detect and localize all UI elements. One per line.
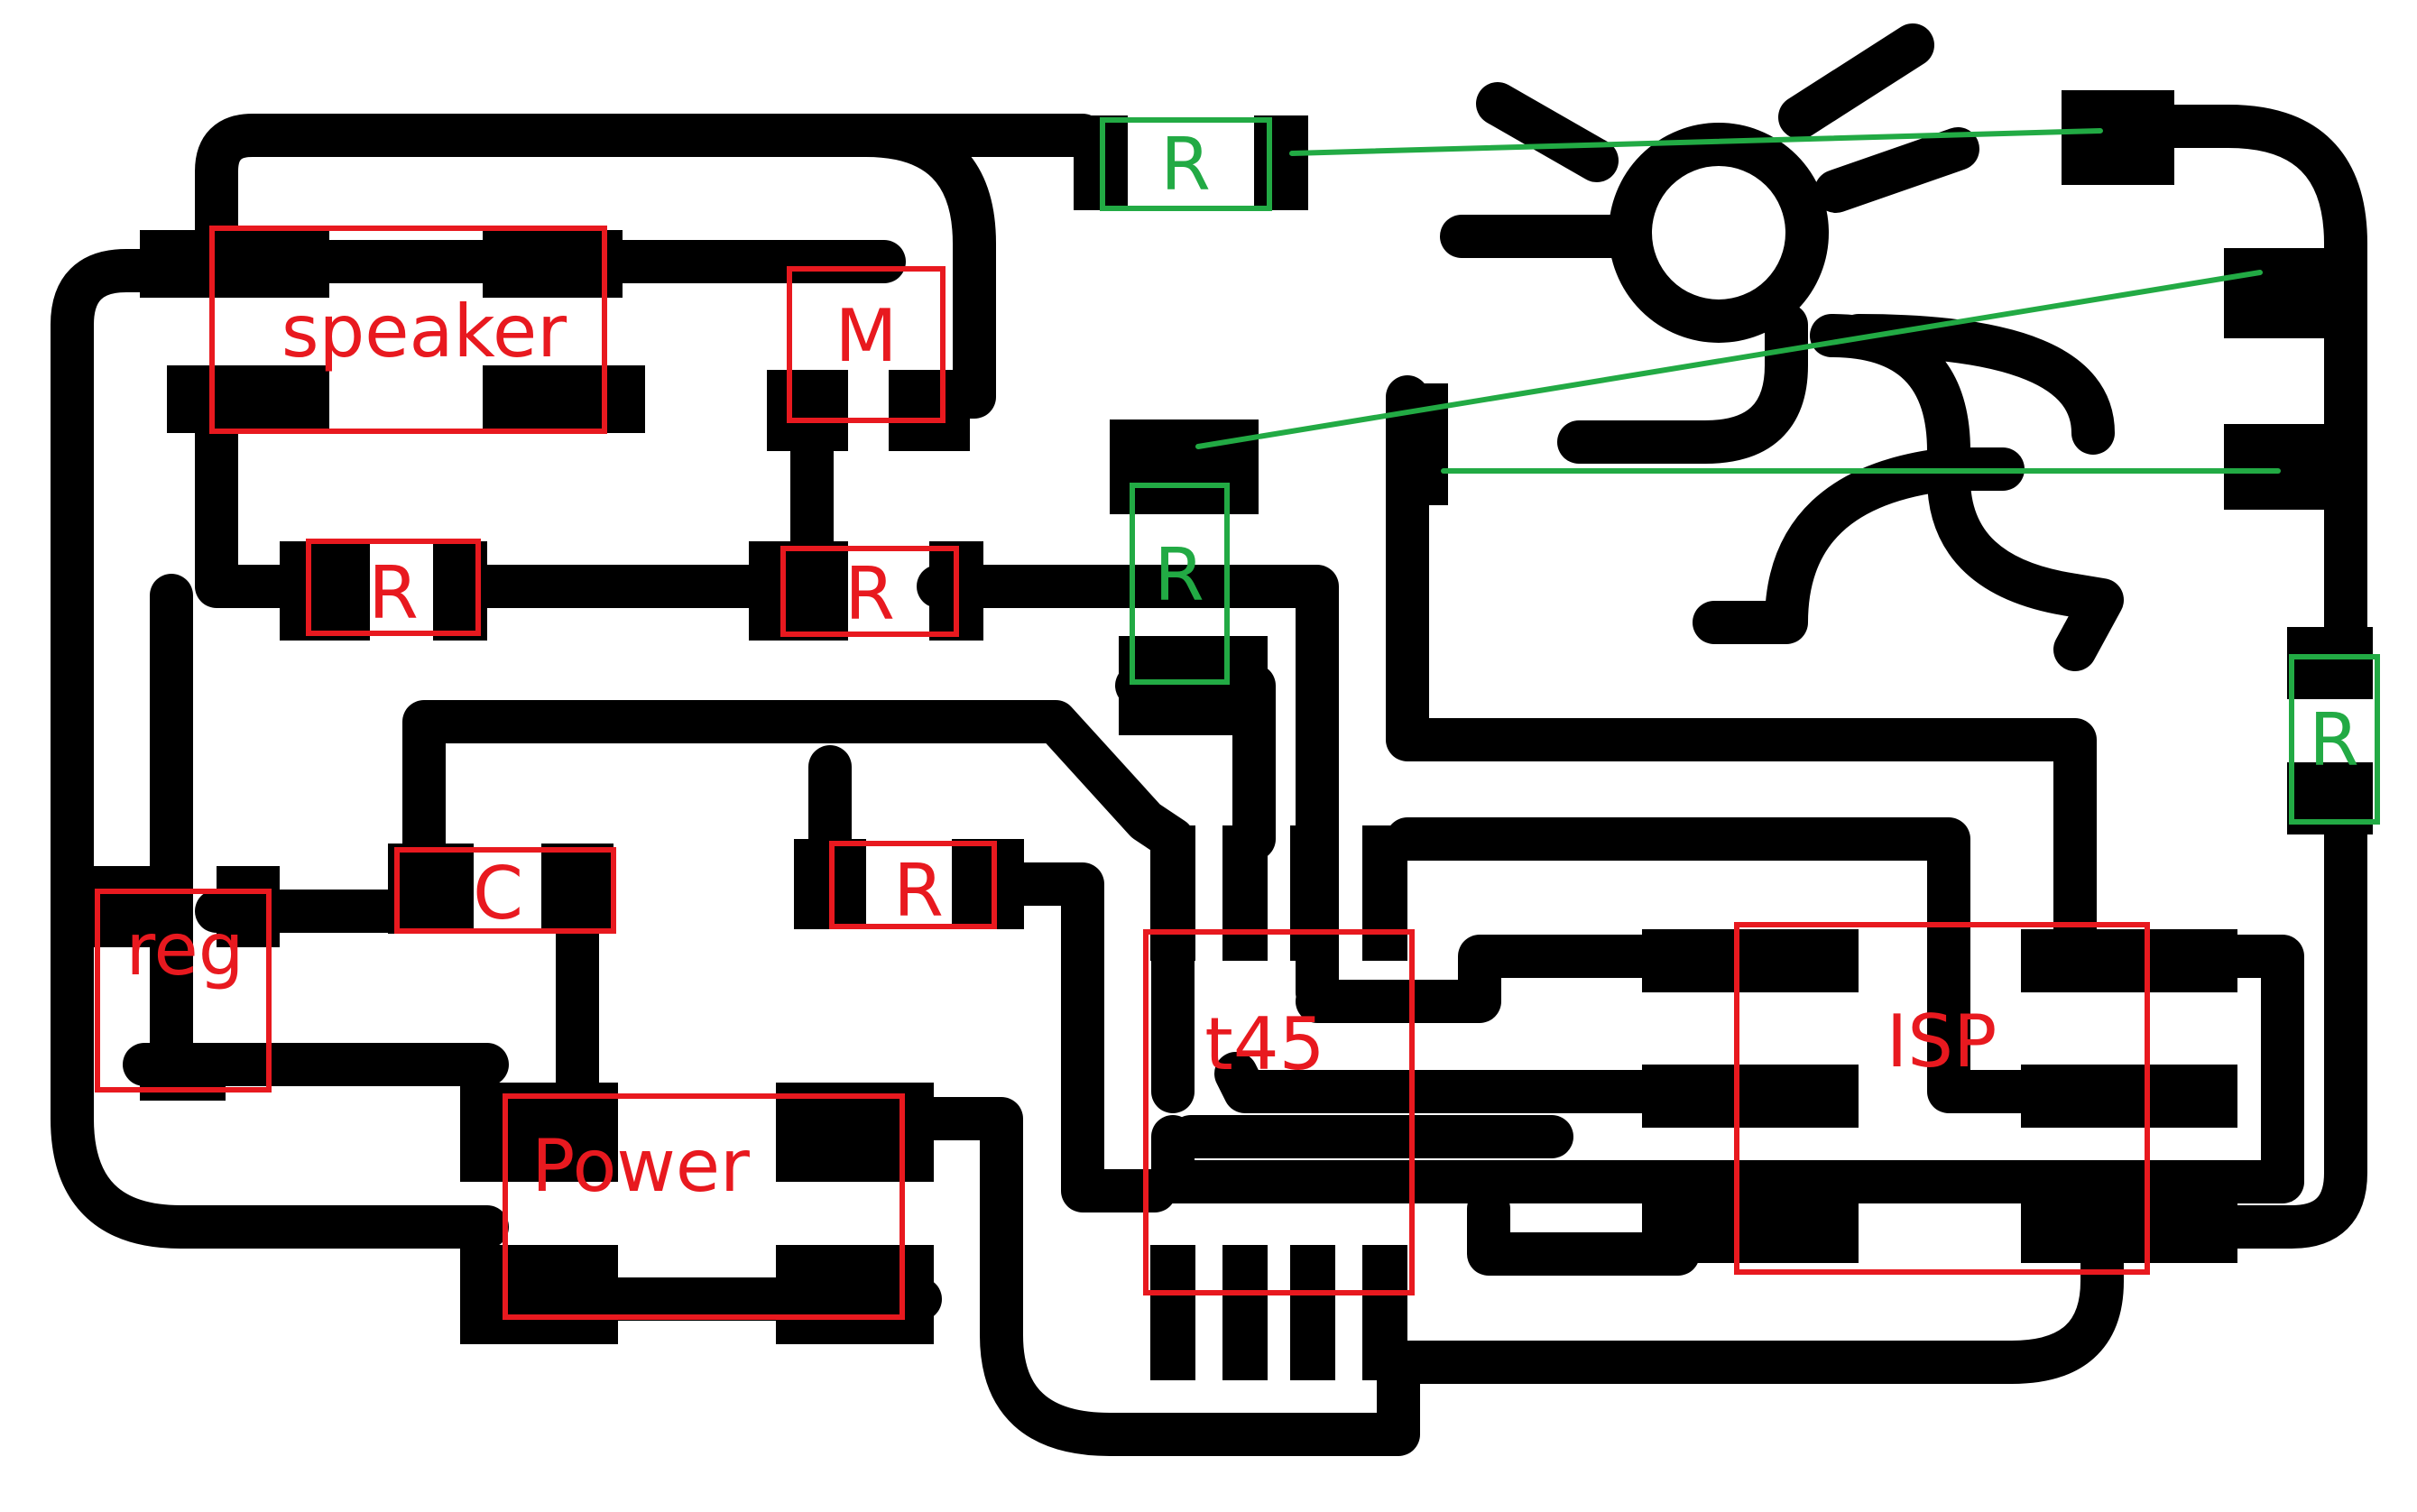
trace-outer-left [51,249,509,1249]
resistor-2-outline [780,546,959,637]
right-resistor-outline [2289,654,2380,825]
wire-top [1289,128,2103,156]
resistor-1-outline [306,539,481,636]
mid-resistor-label: R [1154,533,1204,617]
regulator-label: reg [125,908,244,991]
top-resistor-label: R [1160,123,1211,207]
regulator-outline [95,889,272,1093]
isp-outline [1734,922,2150,1275]
motor-label: M [835,294,897,378]
isp-label: ISP [1887,1000,1997,1083]
power-outline [503,1093,905,1320]
wire-middle [1195,270,2263,449]
resistor-1-label: R [368,551,419,635]
power-label: Power [531,1124,750,1208]
pads [90,90,2373,1380]
capacitor-label: C [473,852,523,936]
resistor-2-label: R [844,552,895,636]
capacitor-outline [394,847,616,934]
resistor-3-label: R [893,849,944,933]
green-annotations: R R R [1100,117,2380,825]
mcu-label: t45 [1204,1002,1324,1086]
mcu-outline [1143,929,1415,1295]
top-resistor-outline [1100,117,1272,211]
speaker-label: speaker [281,290,567,373]
component-outlines: speaker M R R C R reg Power t45 ISP [95,226,2150,1320]
mid-resistor-outline [1130,483,1230,685]
right-resistor-label: R [2309,698,2359,782]
speaker-outline [209,226,607,434]
resistor-3-outline [829,841,997,929]
motor-outline [787,266,946,423]
